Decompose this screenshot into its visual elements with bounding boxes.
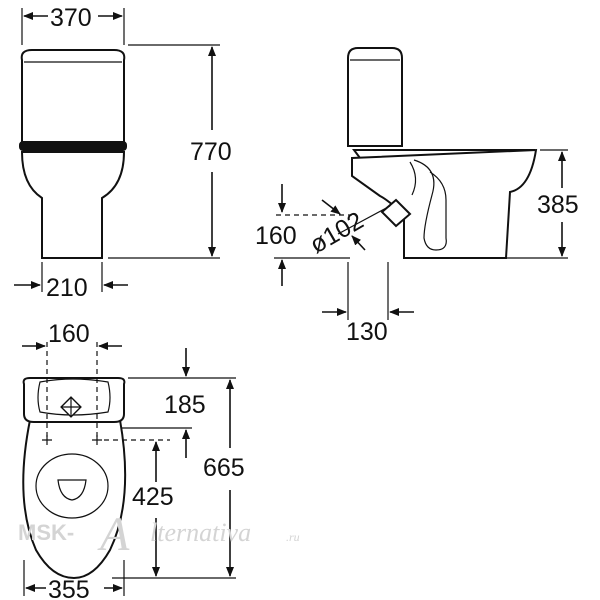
dim-front-height: 770 [190, 138, 232, 166]
top-seat-opening [35, 453, 109, 519]
dim-top-fixing-spacing: 160 [48, 320, 90, 348]
watermark-brand-tld: .ru [286, 530, 300, 544]
front-view [14, 8, 220, 292]
side-cistern [347, 47, 403, 147]
dim-top-overall-depth: 665 [203, 454, 245, 482]
dim-top-tank-depth: 185 [164, 391, 206, 419]
dim-front-width-top: 370 [50, 4, 92, 32]
flush-button-icon [60, 396, 82, 418]
side-view [274, 47, 568, 320]
watermark-brand-right: lternativa [150, 518, 251, 547]
watermark: MSK- A lternativa .ru [18, 508, 300, 561]
dim-top-bowl-width: 355 [48, 576, 90, 600]
watermark-brand-left: MSK- [18, 520, 74, 545]
dim-side-seat-height: 385 [537, 191, 579, 219]
dim-side-inlet-height: 160 [255, 222, 297, 250]
watermark-brand-script: A [97, 508, 130, 561]
front-seat [19, 141, 127, 151]
front-bowl [20, 151, 126, 259]
top-view [22, 342, 236, 596]
dim-side-offset: 130 [346, 318, 388, 346]
side-bowl [351, 148, 538, 259]
dim-front-base-width: 210 [46, 274, 88, 302]
dim-side-outlet-diameter: ø102 [305, 206, 368, 259]
dim-top-fixing-to-front: 425 [132, 483, 174, 511]
front-cistern [20, 49, 126, 143]
